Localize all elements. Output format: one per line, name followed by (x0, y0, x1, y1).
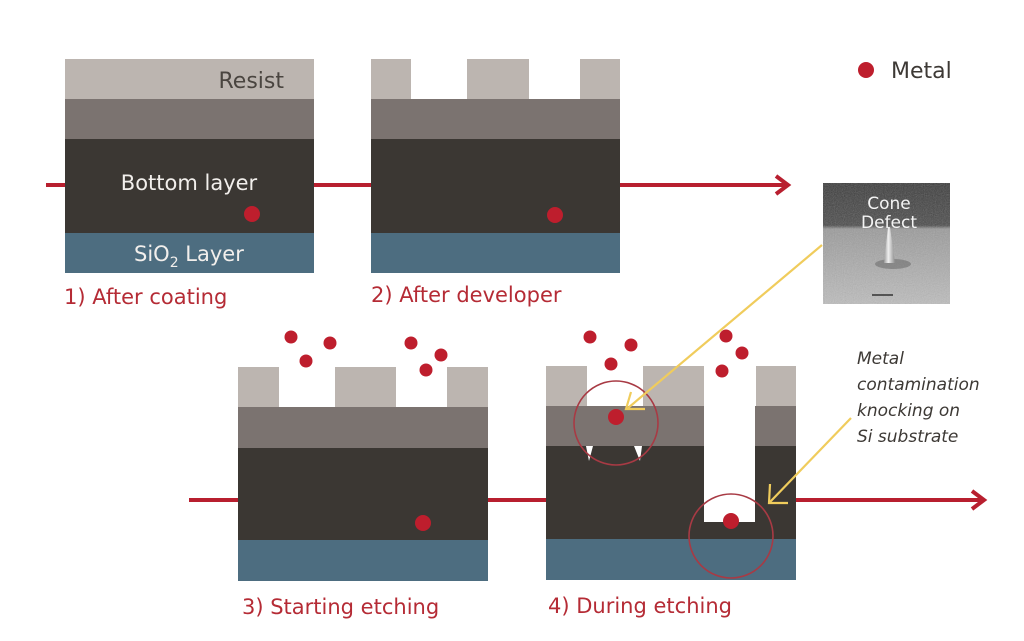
metal-particle (299, 354, 313, 368)
middle-layer (371, 99, 620, 139)
bottom-layer-label: Bottom layer (121, 171, 258, 195)
callout-arrow-contamination (767, 417, 852, 505)
metal-particle (624, 338, 638, 352)
resist-segment (447, 367, 488, 407)
metal-particle (547, 207, 563, 223)
metal-particle (735, 346, 749, 360)
bottom-layer (65, 139, 314, 233)
metal-particle (244, 206, 260, 222)
etched-trench (704, 366, 755, 522)
step-label-2: 2) After developer (371, 283, 562, 307)
resist-segment (335, 367, 396, 407)
sio2-layer (238, 540, 488, 581)
middle-layer (65, 99, 314, 139)
sem-caption-line1: Cone (867, 194, 911, 214)
resist-segment (546, 366, 587, 406)
resist-segment (756, 366, 796, 406)
resist-label: Resist (219, 69, 285, 94)
metal-particle (415, 515, 431, 531)
legend: Metal (858, 59, 952, 84)
resist-segment (467, 59, 529, 99)
metal-particle (723, 513, 739, 529)
metal-particle (604, 357, 618, 371)
highlight-ring-substrate (688, 493, 774, 579)
cone-defect-shape (884, 227, 895, 263)
metal-particle (715, 364, 729, 378)
bottom-layer (238, 448, 488, 540)
legend-label: Metal (891, 59, 952, 84)
metal-particle (404, 336, 418, 350)
annotation-line: Metal (857, 349, 904, 369)
sem-caption-line2: Defect (861, 213, 917, 233)
metal-legend-icon (858, 62, 874, 78)
metal-particle (583, 330, 597, 344)
bottom-layer (371, 139, 620, 233)
step-label-3: 3) Starting etching (242, 595, 439, 619)
contamination-annotation: Metal contamination knocking on Si subst… (857, 349, 980, 447)
step-label-4: 4) During etching (548, 594, 732, 618)
sio2-layer (371, 233, 620, 273)
resist-segment (643, 366, 704, 406)
panel-after-developer: 2) After developer (371, 59, 620, 307)
callout-arrow-sem (624, 244, 823, 411)
sio2-layer (65, 233, 314, 273)
resist-layer (65, 59, 314, 99)
resist-segment (238, 367, 279, 407)
metal-particle (419, 363, 433, 377)
bottom-layer (546, 446, 796, 539)
panel-after-coating: Resist Bottom layer SiO2 Layer 1) After … (64, 59, 314, 309)
sio2-layer-label: SiO2 Layer (134, 242, 244, 271)
metal-particle (434, 348, 448, 362)
resist-segment (371, 59, 411, 99)
highlight-ring-cone (573, 380, 659, 466)
middle-layer (546, 406, 796, 446)
sio2-layer (546, 539, 796, 580)
cone-notch (586, 446, 593, 461)
annotation-line: contamination (857, 375, 980, 395)
middle-layer (238, 407, 488, 448)
metal-particle (719, 329, 733, 343)
step-label-1: 1) After coating (64, 285, 227, 309)
panel-starting-etching: 3) Starting etching (238, 330, 488, 619)
panel-during-etching: 4) During etching (546, 329, 796, 618)
metal-particle (323, 336, 337, 350)
metal-particle (608, 409, 624, 425)
sem-image-cone-defect: Cone Defect (823, 183, 950, 304)
annotation-line: knocking on (857, 401, 960, 421)
annotation-line: Si substrate (857, 427, 958, 447)
resist-segment (580, 59, 620, 99)
metal-particle (284, 330, 298, 344)
